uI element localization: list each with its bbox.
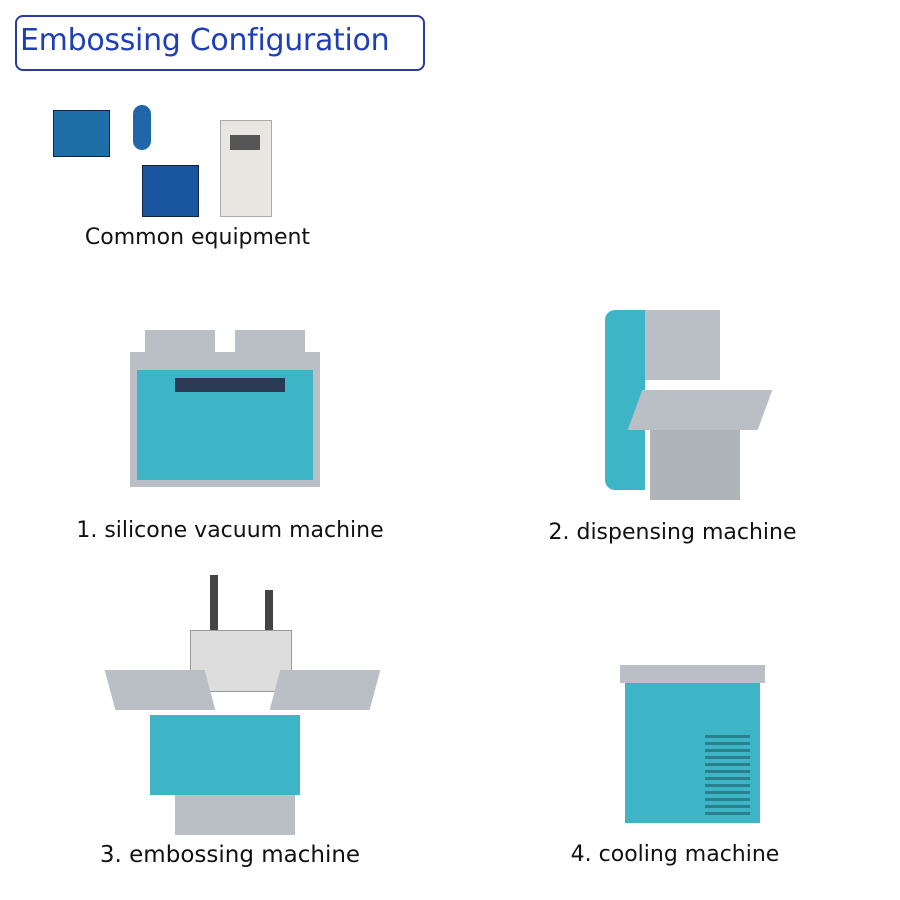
title-box bbox=[15, 15, 425, 71]
silicone-vacuum-machine-label: 1. silicone vacuum machine bbox=[76, 518, 384, 543]
cooling-machine-label: 4. cooling machine bbox=[570, 842, 780, 867]
embossing-machine-image bbox=[104, 575, 381, 835]
silicone-vacuum-machine-image bbox=[125, 320, 325, 490]
common-equipment-image bbox=[50, 105, 310, 220]
cooling-machine-image bbox=[620, 665, 765, 835]
page-title: Embossing Configuration bbox=[20, 23, 390, 58]
dispensing-machine-image bbox=[590, 290, 775, 500]
embossing-machine-label: 3. embossing machine bbox=[99, 842, 361, 868]
dispensing-machine-label: 2. dispensing machine bbox=[548, 520, 797, 545]
common-equipment-label: Common equipment bbox=[84, 225, 311, 250]
